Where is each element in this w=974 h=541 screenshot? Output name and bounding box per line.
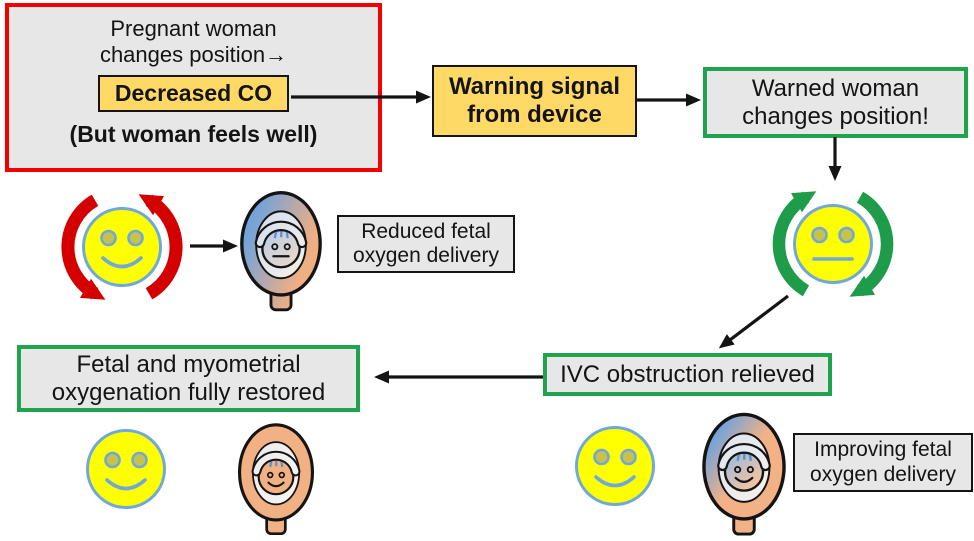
initial-condition-box: Pregnant woman changes position→ Decreas… bbox=[5, 3, 382, 172]
warning-signal-box: Warning signal from device bbox=[432, 65, 637, 137]
improving-line1: Improving fetal bbox=[814, 438, 952, 462]
reduced-line2: oxygen delivery bbox=[353, 244, 499, 267]
mother-happy-red-rotation-icon bbox=[61, 194, 183, 300]
fetus-reduced-oxygen-icon bbox=[240, 191, 322, 312]
reduced-line1: Reduced fetal bbox=[361, 219, 491, 243]
initial-line2: changes position→ bbox=[99, 41, 288, 67]
restored-line1: Fetal and myometrial bbox=[76, 350, 301, 378]
warning-line1: Warning signal bbox=[448, 73, 621, 101]
initial-line1: Pregnant woman bbox=[110, 16, 277, 41]
mother-improving-happy-face-icon bbox=[575, 426, 655, 506]
restored-box: Fetal and myometrial oxygenation fully r… bbox=[17, 345, 360, 412]
arrow-ivc-to-restored-icon bbox=[374, 370, 543, 384]
improving-oxygen-box: Improving fetal oxygen delivery bbox=[793, 433, 973, 492]
arrow-warning-to-warned-icon bbox=[637, 93, 701, 107]
neutral-face-icon bbox=[793, 204, 873, 284]
warned-woman-box: Warned woman changes position! bbox=[703, 67, 968, 138]
decreased-co-chip: Decreased CO bbox=[97, 75, 290, 112]
arrow-mother-to-fetus-icon bbox=[190, 239, 238, 253]
fetus-restored-icon bbox=[238, 423, 314, 536]
mother-neutral-green-rotation-icon bbox=[772, 191, 894, 297]
warned-line2: changes position! bbox=[742, 102, 929, 130]
arrow-warned-down-icon bbox=[828, 137, 842, 181]
mother-restored-happy-face-icon bbox=[86, 429, 166, 509]
ivc-label: IVC obstruction relieved bbox=[560, 360, 815, 388]
arrow-decreasedco-to-warning-icon bbox=[291, 90, 431, 104]
ivc-relieved-box: IVC obstruction relieved bbox=[543, 353, 832, 396]
fetus-improving-oxygen-icon bbox=[702, 412, 786, 536]
warned-line1: Warned woman bbox=[751, 74, 920, 102]
reduced-oxygen-box: Reduced fetal oxygen delivery bbox=[337, 215, 515, 273]
happy-face-icon bbox=[82, 207, 162, 287]
arrow-rotation-to-ivc-icon bbox=[718, 294, 789, 349]
initial-note: (But woman feels well) bbox=[69, 120, 318, 147]
warning-line2: from device bbox=[467, 101, 602, 128]
restored-line2: oxygenation fully restored bbox=[51, 378, 326, 406]
improving-line2: oxygen delivery bbox=[810, 462, 956, 486]
